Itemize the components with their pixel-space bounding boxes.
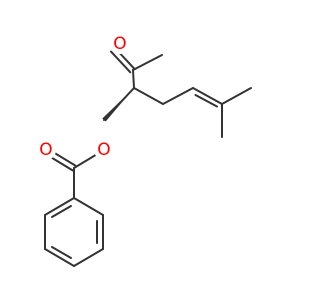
allyl-ch2-bond bbox=[162, 87, 194, 105]
ester-carbonyl-double-bond bbox=[43, 147, 77, 172]
stereo-wedge-bond bbox=[102, 88, 134, 122]
acetyl-to-stereocenter-bond bbox=[132, 69, 135, 89]
alkene-double-bond bbox=[192, 87, 223, 108]
ester-oxygen-label: O bbox=[97, 140, 110, 160]
carbonyl-oxygen-label: O bbox=[39, 140, 52, 160]
alkene-to-methyl-bond-upper bbox=[221, 87, 252, 105]
stereocenter-to-allyl-bond bbox=[133, 87, 164, 105]
ester-oxygen-to-carbonyl-bond bbox=[73, 149, 105, 169]
acetyl-methyl-bond bbox=[132, 54, 163, 71]
ketone-oxygen-label: O bbox=[113, 34, 126, 54]
benzene-ring bbox=[44, 197, 104, 267]
bond-lines bbox=[43, 47, 252, 267]
molecule-structure-diagram: O O O bbox=[39, 34, 252, 267]
ketone-double-bond bbox=[110, 47, 136, 74]
